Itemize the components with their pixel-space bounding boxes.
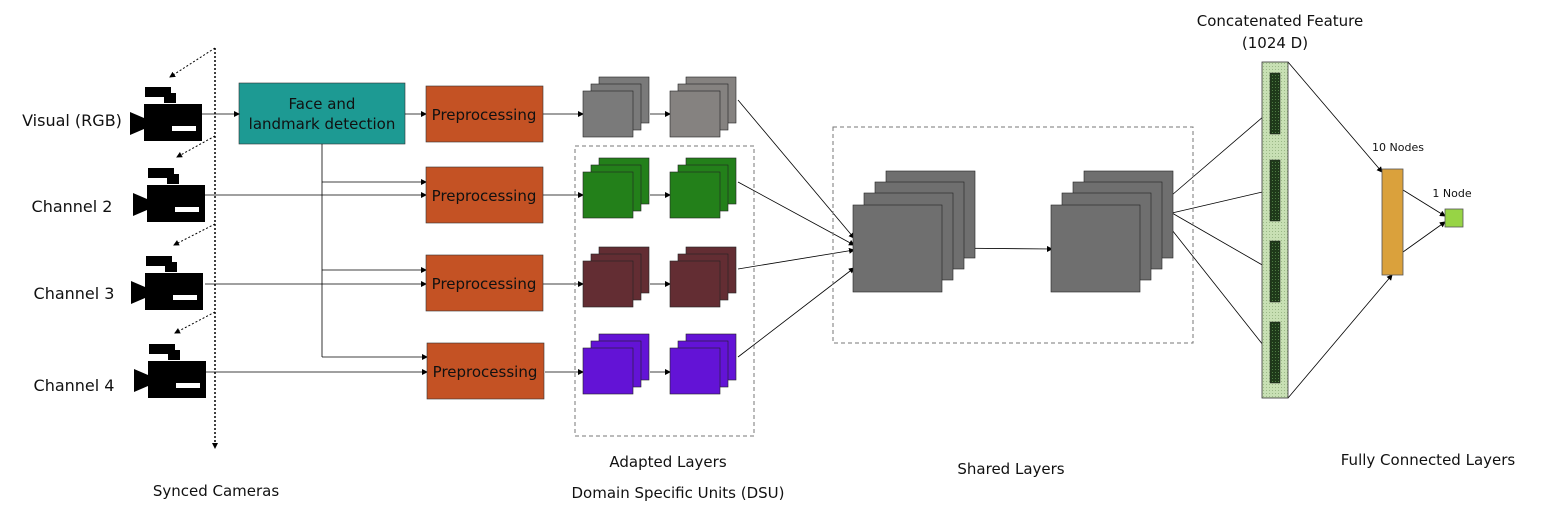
camera-icon-channel-4 <box>134 344 206 398</box>
connectors <box>200 61 1446 399</box>
preprocessing-label-channel-2: Preprocessing <box>432 187 537 205</box>
ten-nodes-label: 10 Nodes <box>1372 141 1424 154</box>
one-node-label: 1 Node <box>1432 187 1471 200</box>
camera-icon-channel-2 <box>133 168 205 222</box>
channel-label-4: Channel 4 <box>34 376 115 395</box>
feature-stacks <box>582 76 737 395</box>
dsu-label: Domain Specific Units (DSU) <box>572 484 785 502</box>
sync-arrows <box>169 47 216 334</box>
fully-connected-layers-label: Fully Connected Layers <box>1341 451 1516 469</box>
channel-4-stack-2 <box>669 333 737 395</box>
shared-dashed-box <box>832 126 1194 344</box>
preprocessing-box-channel-3 <box>425 254 544 312</box>
face-detection-box <box>238 82 406 145</box>
channel-2-stack-1 <box>582 157 650 219</box>
preprocessing-label-channel-3: Preprocessing <box>432 275 537 293</box>
concat-feature-title-line2: (1024 D) <box>1242 34 1308 52</box>
visual-stack-1 <box>582 76 650 138</box>
dsu-dashed-box <box>574 145 755 437</box>
one-node-box <box>1444 208 1464 228</box>
preprocessing-box-channel-4 <box>426 342 545 400</box>
shared-stack-2 <box>1050 170 1174 293</box>
channel-3-stack-1 <box>582 246 650 308</box>
concat-feature-title-line1: Concatenated Feature <box>1197 12 1364 30</box>
preprocessing-boxes: Preprocessing Preprocessing Preprocessin… <box>425 85 545 400</box>
preprocessing-label-visual: Preprocessing <box>432 106 537 124</box>
ten-nodes-bar <box>1381 168 1404 276</box>
face-detection-label-line1: Face and <box>289 95 356 113</box>
shared-layers-label: Shared Layers <box>957 460 1064 478</box>
camera-icon-visual <box>130 87 202 141</box>
channel-2-stack-2 <box>669 157 737 219</box>
channel-label-3: Channel 3 <box>34 284 115 303</box>
preprocessing-box-channel-2 <box>425 166 544 224</box>
preprocessing-box-visual <box>425 85 544 143</box>
channel-label-2: Channel 2 <box>32 197 113 216</box>
face-detection-label-line2: landmark detection <box>249 115 396 133</box>
concatenated-feature-segments <box>1269 72 1281 384</box>
visual-stack-2 <box>669 76 737 138</box>
adapted-layers-label: Adapted Layers <box>609 453 726 471</box>
camera-icon-channel-3 <box>131 256 203 310</box>
preprocessing-label-channel-4: Preprocessing <box>433 363 538 381</box>
channel-3-stack-2 <box>669 246 737 308</box>
shared-stack-1 <box>852 170 976 293</box>
channel-label-visual: Visual (RGB) <box>22 111 122 130</box>
channel-4-stack-1 <box>582 333 650 395</box>
synced-cameras-label: Synced Cameras <box>153 482 280 500</box>
